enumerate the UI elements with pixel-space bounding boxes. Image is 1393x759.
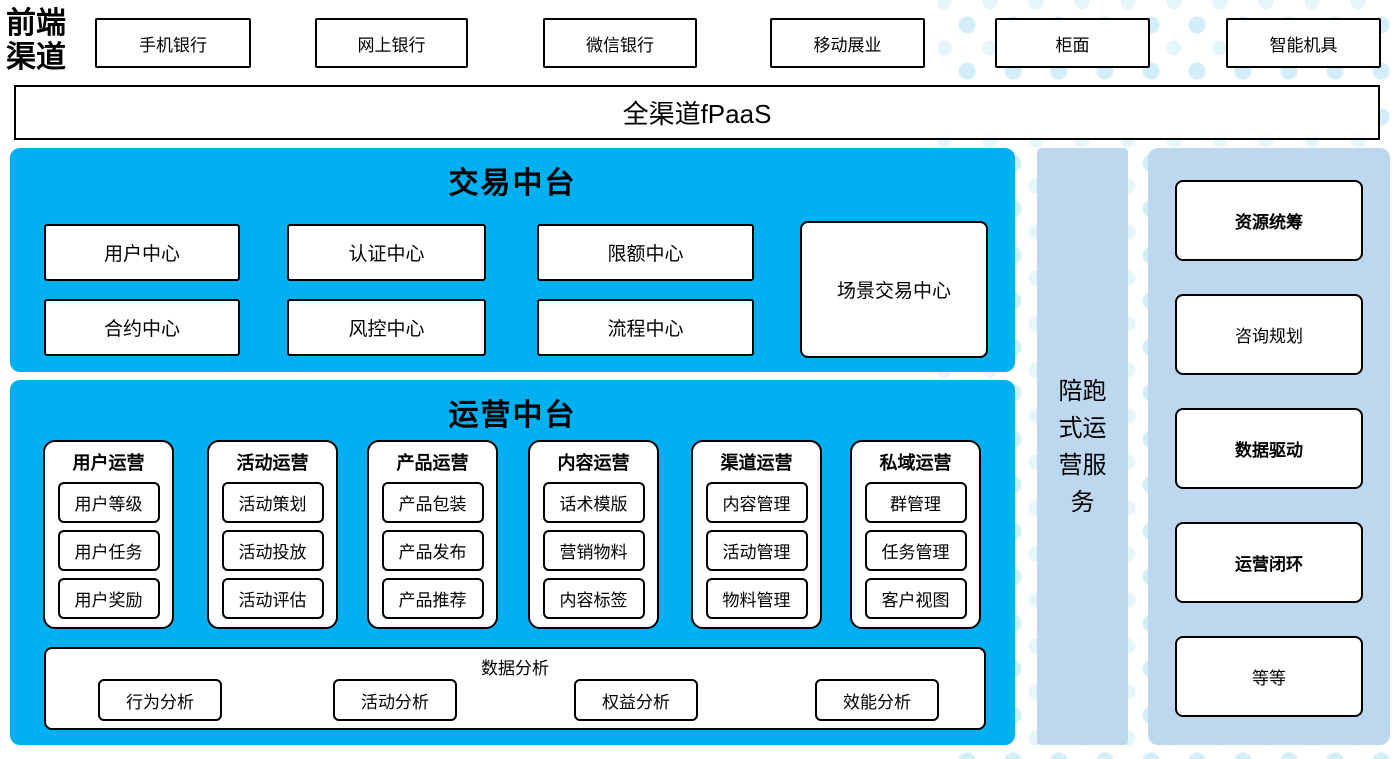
analysis-item-behavior: 行为分析 <box>98 679 222 721</box>
channel-box-mobile-banking: 手机银行 <box>95 18 251 68</box>
transaction-platform-panel: 交易中台 用户中心 认证中心 限额中心 合约中心 风控中心 流程中心 场景交易中… <box>10 148 1015 372</box>
center-box-process: 流程中心 <box>537 299 754 356</box>
ops-group-private-domain: 私域运营 群管理 任务管理 客户视图 <box>850 440 981 629</box>
service-box-consulting: 咨询规划 <box>1175 294 1363 375</box>
channel-box-online-banking: 网上银行 <box>315 18 468 68</box>
ops-group-content: 内容运营 话术模版 营销物料 内容标签 <box>528 440 659 629</box>
center-box-scene-transaction: 场景交易中心 <box>800 221 988 358</box>
service-items-column: 资源统筹 咨询规划 数据驱动 运营闭环 等等 <box>1148 148 1390 745</box>
ops-item: 群管理 <box>864 482 967 523</box>
ops-group-title: 活动运营 <box>236 453 309 473</box>
analysis-item-efficiency: 效能分析 <box>815 679 939 721</box>
ops-item: 产品推荐 <box>381 578 484 619</box>
center-box-limit: 限额中心 <box>537 224 754 281</box>
ops-item: 客户视图 <box>864 578 967 619</box>
ops-item: 用户奖励 <box>57 578 160 619</box>
companion-service-label: 陪跑式运营服务 <box>1058 377 1107 516</box>
service-box-closed-loop: 运营闭环 <box>1175 522 1363 603</box>
ops-item: 内容标签 <box>542 578 645 619</box>
ops-item: 活动评估 <box>221 578 324 619</box>
ops-group-title: 私域运营 <box>879 453 952 473</box>
ops-group-title: 渠道运营 <box>720 453 793 473</box>
service-box-resource: 资源统筹 <box>1175 180 1363 261</box>
channel-box-counter: 柜面 <box>995 18 1150 68</box>
ops-group-product: 产品运营 产品包装 产品发布 产品推荐 <box>367 440 498 629</box>
center-box-auth: 认证中心 <box>287 224 486 281</box>
analysis-item-activity: 活动分析 <box>333 679 457 721</box>
ops-group-activity: 活动运营 活动策划 活动投放 活动评估 <box>207 440 338 629</box>
analysis-item-rights: 权益分析 <box>574 679 698 721</box>
ops-group-user: 用户运营 用户等级 用户任务 用户奖励 <box>43 440 174 629</box>
ops-item: 用户等级 <box>57 482 160 523</box>
ops-item: 话术模版 <box>542 482 645 523</box>
service-box-data-driven: 数据驱动 <box>1175 408 1363 489</box>
ops-group-title: 内容运营 <box>557 453 630 473</box>
ops-group-title: 用户运营 <box>72 453 145 473</box>
center-box-user: 用户中心 <box>44 224 240 281</box>
channel-box-wechat-banking: 微信银行 <box>543 18 697 68</box>
channel-box-smart-devices: 智能机具 <box>1226 18 1381 68</box>
ops-item: 活动管理 <box>705 530 808 571</box>
data-analysis-container: 数据分析 行为分析 活动分析 权益分析 效能分析 <box>44 647 986 730</box>
data-analysis-title: 数据分析 <box>481 659 549 678</box>
operation-platform-panel: 运营中台 用户运营 用户等级 用户任务 用户奖励 活动运营 活动策划 活动投放 … <box>10 380 1015 745</box>
ops-item: 活动策划 <box>221 482 324 523</box>
ops-item: 活动投放 <box>221 530 324 571</box>
ops-item: 产品发布 <box>381 530 484 571</box>
ops-item: 用户任务 <box>57 530 160 571</box>
ops-group-title: 产品运营 <box>396 453 469 473</box>
service-box-etc: 等等 <box>1175 636 1363 717</box>
fpaas-layer-bar: 全渠道fPaaS <box>14 85 1380 140</box>
channel-box-mobile-business: 移动展业 <box>770 18 925 68</box>
center-box-contract: 合约中心 <box>44 299 240 356</box>
ops-item: 物料管理 <box>705 578 808 619</box>
ops-group-channel: 渠道运营 内容管理 活动管理 物料管理 <box>691 440 822 629</box>
operation-platform-title: 运营中台 <box>448 399 577 432</box>
transaction-platform-title: 交易中台 <box>448 167 577 200</box>
companion-service-column: 陪跑式运营服务 <box>1037 148 1128 745</box>
center-box-risk: 风控中心 <box>287 299 486 356</box>
ops-item: 产品包装 <box>381 482 484 523</box>
front-channels-label: 前端渠道 <box>6 7 66 74</box>
ops-item: 营销物料 <box>542 530 645 571</box>
ops-item: 任务管理 <box>864 530 967 571</box>
ops-item: 内容管理 <box>705 482 808 523</box>
